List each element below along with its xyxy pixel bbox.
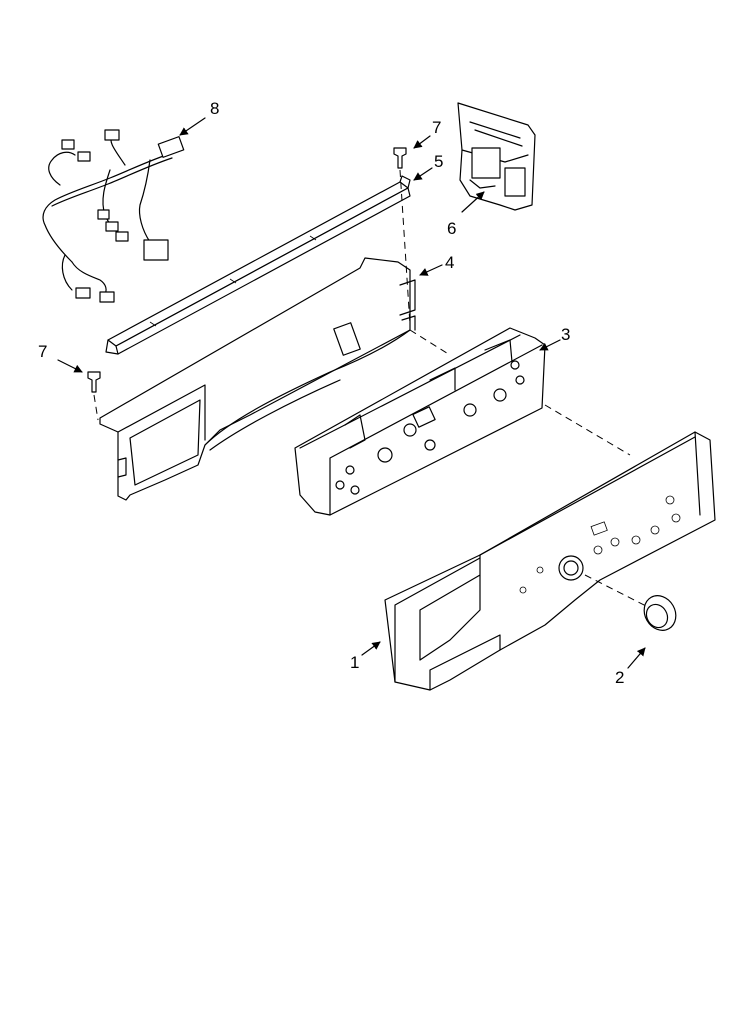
callout-1: 1 <box>350 653 359 672</box>
callout-arrows <box>57 117 646 669</box>
callout-2: 2 <box>615 668 624 687</box>
part-6-control-module <box>457 102 536 211</box>
callout-7-top: 7 <box>432 118 441 137</box>
callout-5: 5 <box>434 152 443 171</box>
callout-8: 8 <box>210 99 219 118</box>
part-7-screw-top <box>393 147 407 169</box>
part-7-screw-left <box>87 371 101 393</box>
part-8-wire-harness <box>42 129 185 303</box>
part-2-knob <box>643 595 677 631</box>
callout-4: 4 <box>445 253 454 272</box>
part-3-ui-board <box>294 327 546 516</box>
assembly-guide-lines <box>93 169 649 608</box>
part-4-console-frame <box>99 257 416 501</box>
callout-7-left: 7 <box>38 342 47 361</box>
callout-6: 6 <box>447 219 456 238</box>
callout-labels: 8 7 5 4 6 7 3 1 2 <box>38 99 624 687</box>
callout-3: 3 <box>561 325 570 344</box>
part-1-console-panel <box>384 431 716 691</box>
part-5-rail-bracket <box>105 175 411 355</box>
